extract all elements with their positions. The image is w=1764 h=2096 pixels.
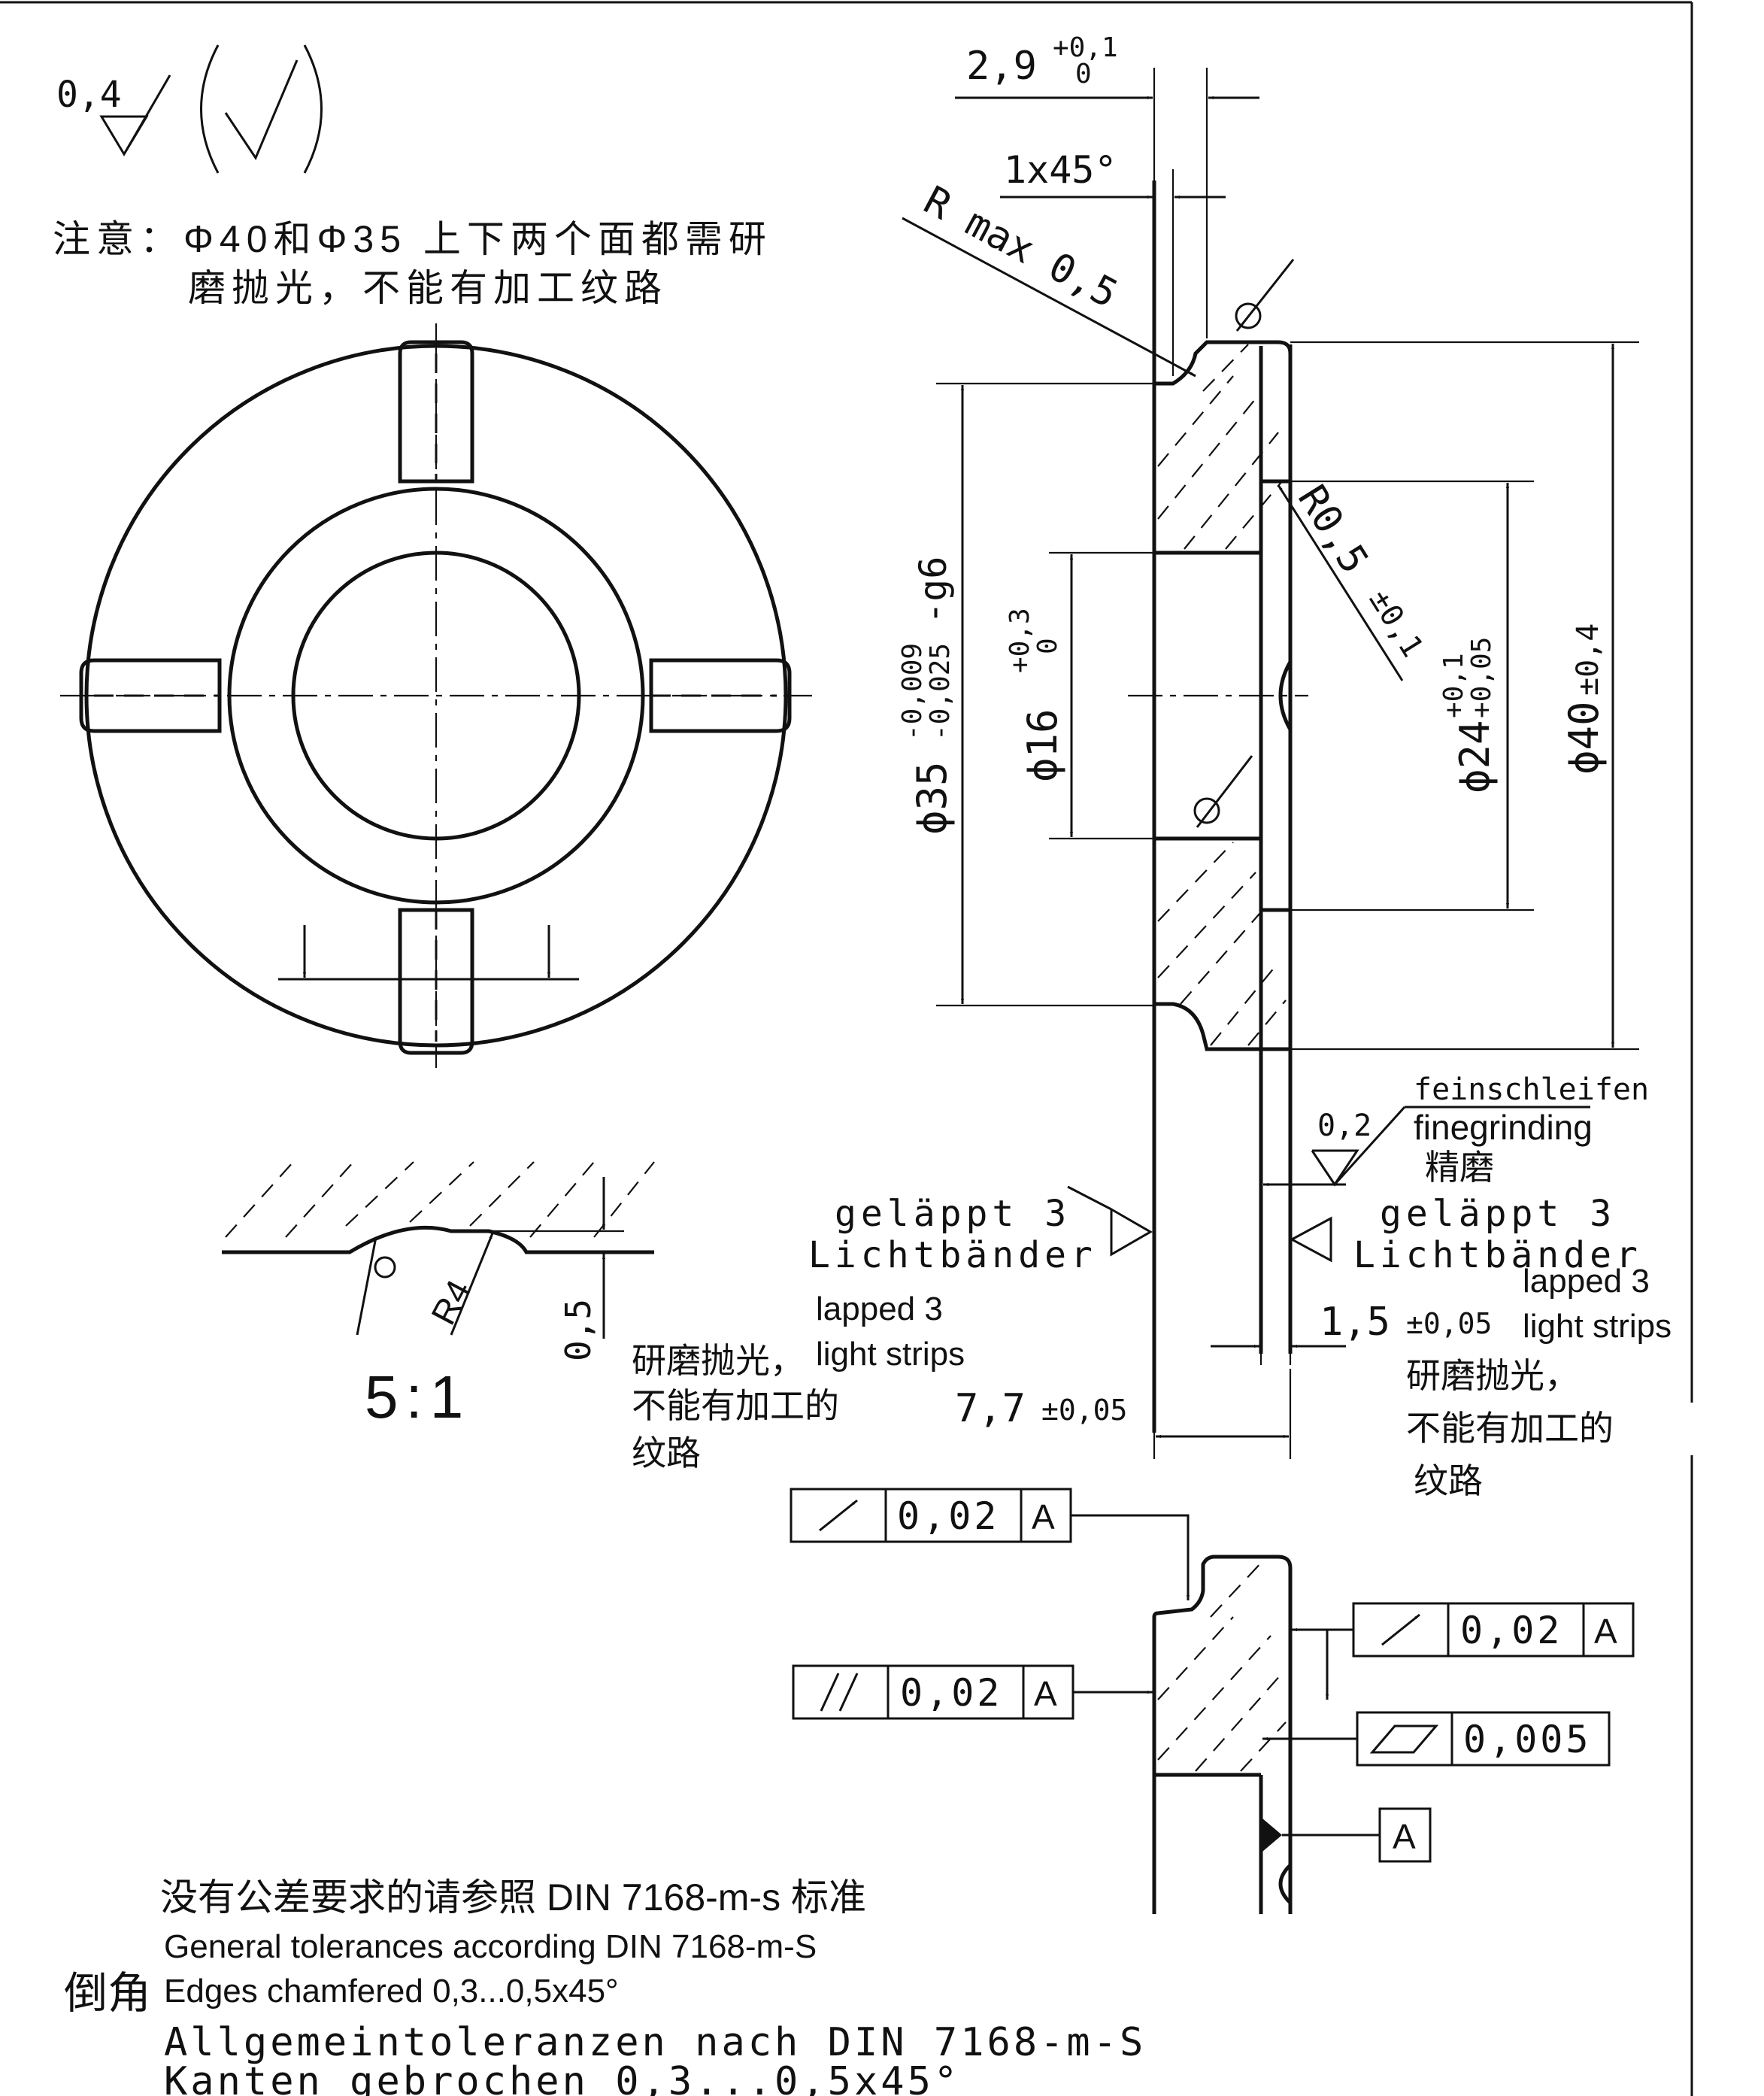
finish-symbol-top-icon (1235, 302, 1262, 329)
dim-rmax: R max 0,5 (917, 178, 1125, 317)
finish-symbol-mid-icon (1193, 797, 1220, 824)
surface-roughness-symbol-icon (99, 74, 171, 156)
cn-note-line-2: 磨抛光，不能有加工纹路 (188, 267, 668, 309)
lapped-left-cn-1: 研磨抛光， (632, 1341, 805, 1380)
svg-text:0,02: 0,02 (897, 1494, 999, 1538)
fine-grinding-value: 0,2 (1317, 1109, 1371, 1143)
paren-left-icon (200, 44, 220, 174)
lapped-right-cn-1: 研磨抛光， (1406, 1356, 1579, 1395)
svg-text:+0,1: +0,1 (1053, 32, 1118, 63)
lapped-left-de-2: Lichtbänder (808, 1234, 1097, 1276)
lapped-right-de-1: geläppt 3 (1380, 1193, 1616, 1235)
slot-left (79, 658, 222, 733)
fine-grinding-en: finegrinding (1414, 1108, 1593, 1147)
lapped-right-en-1: lapped 3 (1523, 1263, 1650, 1300)
svg-text:±0,4: ±0,4 (1571, 623, 1605, 696)
detail-radius-label: R4 (423, 1273, 479, 1330)
section-dimensions: 2,9 +0,1 0 1x45° R max 0,5 ϕ35 -0,009 -0… (897, 32, 1639, 1459)
section-cut-indicator (278, 925, 579, 981)
surface-finish-header: 0,4 (56, 44, 323, 174)
svg-text:A: A (1032, 1497, 1055, 1536)
dim-thickness-77: 7,7 (955, 1386, 1026, 1431)
dim-d24: ϕ24 (1451, 720, 1499, 793)
drawing-frame (0, 1, 1693, 2096)
svg-text:0: 0 (1075, 59, 1092, 89)
detail-view-groove: 0,5 R4 5:1 (222, 1161, 655, 1430)
lapped-right-en-2: light strips (1523, 1308, 1672, 1345)
lapped-right-symbol-icon (1289, 1216, 1332, 1263)
svg-text:±0,05: ±0,05 (1406, 1307, 1492, 1340)
cn-chamfer: 倒角 (64, 1969, 151, 2018)
lapped-right-cn-2: 不能有加工的 (1406, 1409, 1614, 1448)
surface-roughness-value: 0,4 (56, 74, 122, 116)
dim-chamfer: 1x45° (1004, 148, 1117, 192)
detail-radius-leader (356, 1236, 377, 1336)
de-chamfer: Kanten gebrochen 0,3...0,5x45° (164, 2059, 960, 2096)
general-notes: 没有公差要求的请参照 DIN 7168-m-s 标准 General toler… (64, 1876, 1146, 2096)
gdt-frames: 0,02 A 0,02 A 0,02 A (790, 1488, 1635, 1863)
de-general-tolerance: Allgemeintoleranzen nach DIN 7168-m-S (164, 2020, 1146, 2065)
runout-right-arrow-icon (1381, 1613, 1420, 1646)
flatness-icon (1369, 1724, 1439, 1754)
en-chamfer: Edges chamfered 0,3...0,5x45° (164, 1973, 619, 2010)
fine-grinding-cn: 精磨 (1425, 1148, 1494, 1187)
dim-d40: ϕ40 (1560, 701, 1608, 775)
dim-r05: R0,5 (1289, 478, 1377, 581)
dim-d35: ϕ35 (908, 761, 956, 835)
section-view (1128, 180, 1308, 1433)
detail-depth-label: 0,5 (558, 1299, 599, 1361)
svg-text:-0,025: -0,025 (925, 643, 956, 741)
svg-text:±0,1: ±0,1 (1362, 584, 1430, 663)
gdt-frame-runout-right: 0,02 A (1292, 1602, 1635, 1700)
gdt-frame-parallelism: 0,02 A (792, 1664, 1153, 1720)
slot-top (398, 340, 474, 484)
datum-triangle-icon (1262, 1818, 1282, 1852)
detail-scale-label: 5:1 (365, 1363, 471, 1430)
runout-arrow-icon (819, 1499, 858, 1532)
svg-text:0,02: 0,02 (1460, 1609, 1562, 1652)
fine-grinding-symbol-icon (1311, 1106, 1406, 1187)
gdt-frame-runout-top: 0,02 A (790, 1488, 1190, 1600)
en-general-tolerance: General tolerances according DIN 7168-m-… (164, 1928, 817, 1965)
lapped-left-de-1: geläppt 3 (835, 1193, 1071, 1235)
dim-width-top: 2,9 (966, 44, 1037, 89)
svg-text:+0,1: +0,1 (1438, 653, 1469, 718)
slot-right (649, 658, 792, 733)
svg-text:A: A (1594, 1612, 1617, 1651)
parallel-icon (820, 1673, 840, 1712)
lapped-right-de-2: Lichtbänder (1353, 1234, 1642, 1276)
cn-polish-note: 注意：Φ40和Φ35 上下两个面都需研 磨抛光，不能有加工纹路 (53, 218, 772, 309)
lapped-left-cn-3: 纹路 (632, 1433, 701, 1473)
svg-text:0,02: 0,02 (900, 1671, 1002, 1715)
lapped-left-en-2: light strips (816, 1336, 965, 1373)
front-view (60, 323, 812, 1068)
svg-text:0,005: 0,005 (1463, 1718, 1592, 1761)
detail-finish-symbol-icon (374, 1256, 396, 1279)
dim-thickness-15: 1,5 (1320, 1300, 1390, 1345)
svg-text:A: A (1034, 1674, 1057, 1713)
gdt-frame-flatness: 0,005 (1262, 1711, 1611, 1767)
svg-text:-0,009: -0,009 (897, 643, 928, 741)
check-symbol-icon (224, 59, 299, 161)
cn-general-tolerance: 没有公差要求的请参照 DIN 7168-m-s 标准 (160, 1876, 866, 1919)
lapped-right-cn-3: 纹路 (1414, 1461, 1483, 1500)
svg-text:-g6: -g6 (911, 557, 955, 624)
dim-d16: ϕ16 (1019, 708, 1066, 782)
gdt-section-view (1152, 1555, 1293, 1914)
lapped-left-cn-2: 不能有加工的 (632, 1386, 839, 1425)
cn-note-line-1: 注意：Φ40和Φ35 上下两个面都需研 (53, 218, 772, 260)
slot-bottom (398, 908, 474, 1055)
svg-text:+0,05: +0,05 (1466, 637, 1497, 718)
svg-text:A: A (1393, 1817, 1416, 1856)
finish-annotations: feinschleifen finegrinding 精磨 0,2 geläpp… (632, 1072, 1672, 1500)
svg-text:±0,05: ±0,05 (1041, 1394, 1127, 1427)
fine-grinding-de: feinschleifen (1414, 1072, 1649, 1107)
paren-right-icon (303, 44, 323, 174)
datum-a: A (1262, 1807, 1432, 1863)
svg-text:0: 0 (1032, 638, 1063, 654)
lapped-left-symbol-icon (1067, 1185, 1153, 1257)
lapped-left-en-1: lapped 3 (816, 1291, 943, 1327)
svg-text:+0,3: +0,3 (1005, 608, 1035, 673)
